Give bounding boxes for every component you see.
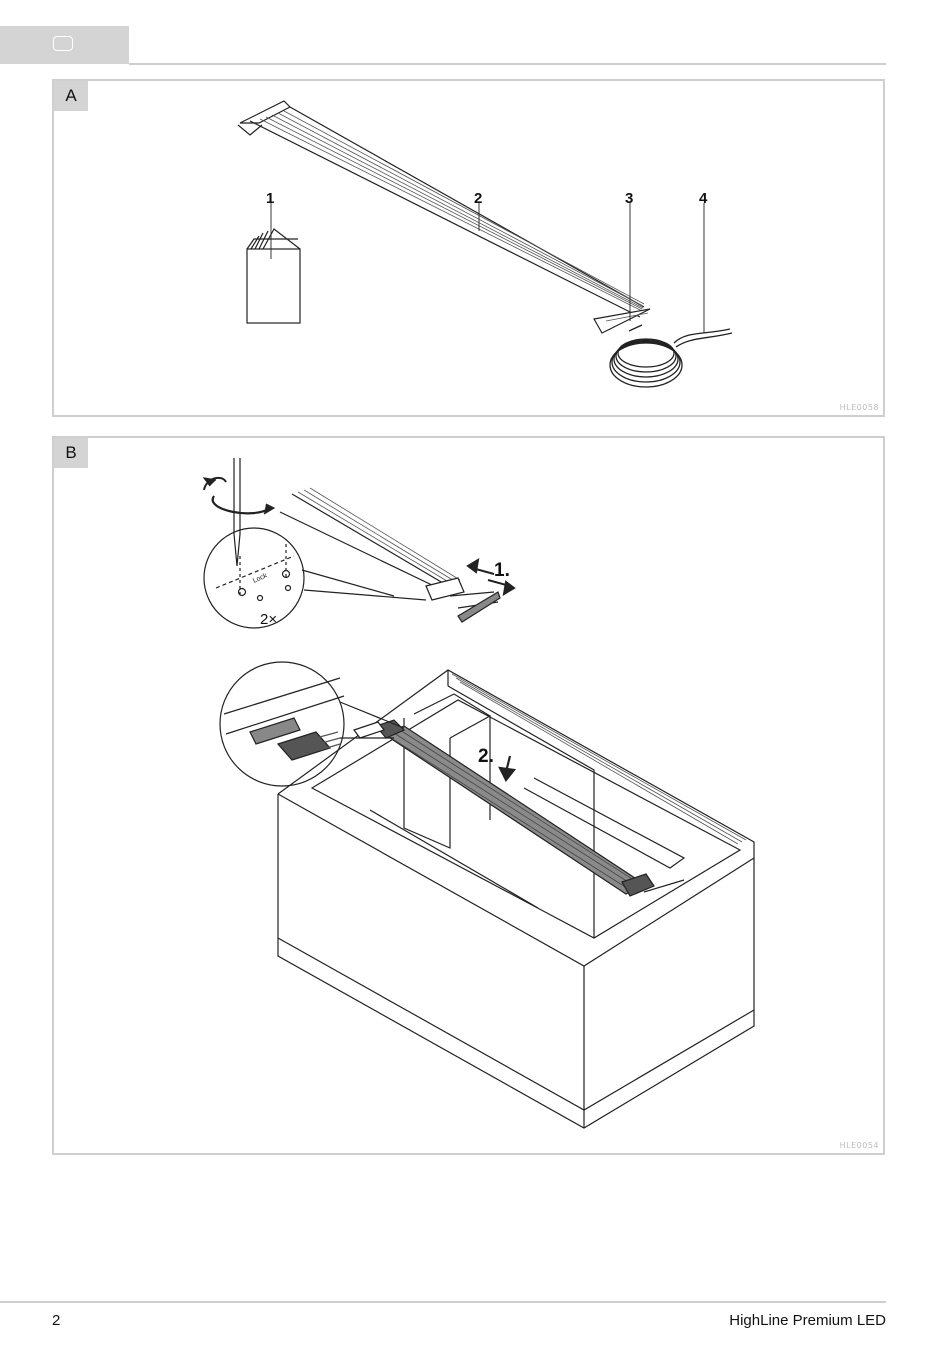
manual-booklet	[246, 228, 301, 324]
callout-4: 4	[699, 190, 708, 207]
aquarium-cabinet	[277, 669, 755, 1129]
bar-end-sketch	[279, 487, 501, 623]
panel-label-a: A	[54, 81, 88, 111]
lock-detail-magnifier	[203, 527, 427, 629]
callout-leaders	[270, 203, 705, 333]
figure-code-a: HLE0058	[839, 403, 879, 412]
led-bar	[237, 100, 651, 334]
lock-label: Lock	[252, 572, 269, 585]
slide-arrows-icon	[466, 558, 516, 596]
header-tab	[0, 26, 129, 64]
callout-3: 3	[625, 190, 633, 207]
callout-1: 1	[266, 190, 274, 207]
footer-rule	[0, 1301, 886, 1303]
power-cable-coil	[609, 324, 733, 388]
figure-b-illustration: 1. 2. 2× Lock	[202, 458, 755, 1129]
installed-led-bar	[353, 719, 685, 897]
mounting-detail-magnifier	[219, 661, 405, 787]
step-1-label: 1.	[494, 560, 510, 581]
header-rule	[129, 63, 886, 65]
figure-code-b: HLE0054	[839, 1141, 879, 1150]
product-name: HighLine Premium LED	[729, 1312, 886, 1329]
callout-2: 2	[474, 190, 482, 207]
lower-arrow-icon	[498, 755, 517, 783]
panel-b: B	[52, 436, 885, 1155]
panel-label-b: B	[54, 438, 88, 468]
page-number: 2	[52, 1312, 61, 1329]
step-2-label: 2.	[478, 746, 494, 767]
quantity-label: 2×	[260, 611, 277, 628]
screwdriver-icon	[202, 458, 276, 567]
figure-a-illustration: 1 2 3 4	[237, 100, 733, 388]
panel-a: A	[52, 79, 885, 417]
rounded-rectangle-icon	[53, 36, 73, 51]
